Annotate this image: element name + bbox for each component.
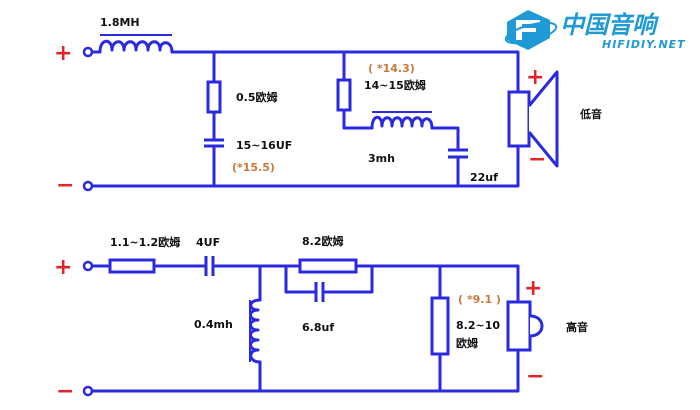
woofer-notch-resistor — [336, 78, 352, 112]
woofer-crossover-circuit: + − 1.8MH 0.5欧姆 15~16UF (*15.5) — [54, 16, 602, 198]
tweeter-shunt-resistor — [430, 296, 450, 356]
woofer-shunt-capacitor-note: (*15.5) — [232, 161, 275, 174]
tweeter-input-minus-sign: − — [56, 379, 74, 404]
woofer-notch-capacitor-label: 22uf — [470, 171, 498, 184]
logo-url-text: HIFIDIY.NET — [602, 38, 686, 51]
woofer-bottom-bus-wire — [90, 144, 520, 188]
woofer-notch-inductor — [370, 111, 434, 130]
woofer-shunt-capacitor-label: 15~16UF — [236, 139, 292, 152]
woofer-top-bus-wire — [170, 50, 520, 94]
woofer-shunt-resistor — [206, 80, 222, 114]
woofer-speaker-plus-sign: + — [526, 65, 544, 90]
tweeter-speaker-minus-sign: − — [526, 364, 544, 389]
logo-brand-text: 中国音响 — [560, 11, 660, 39]
woofer-notch-inductor-label: 3mh — [368, 152, 395, 165]
woofer-notch-wire-right — [430, 126, 460, 152]
woofer-shunt-resistor-label: 0.5欧姆 — [236, 90, 278, 104]
tweeter-series-capacitor-label: 4UF — [196, 236, 220, 249]
tweeter-series-resistor — [108, 258, 156, 274]
tweeter-series-resistor-label: 1.1~1.2欧姆 — [110, 235, 180, 249]
tweeter-bottom-bus-wire — [90, 348, 520, 393]
woofer-speaker-label: 低音 — [579, 107, 602, 121]
woofer-speaker-icon — [507, 70, 559, 168]
tweeter-speaker-icon — [506, 300, 544, 352]
tweeter-parallel-wire-left — [284, 264, 318, 294]
tweeter-shunt-inductor — [249, 298, 262, 364]
woofer-notch-resistor-label: 14~15欧姆 — [364, 78, 426, 92]
tweeter-shunt-resistor-note: ( *9.1 ) — [458, 293, 501, 306]
woofer-notch-wire-mid — [342, 108, 374, 130]
tweeter-crossover-circuit: + − 1.1~1.2欧姆 4UF 8.2欧姆 6.8uf 0.4mh — [54, 234, 588, 404]
tweeter-shunt-resistor-label-line2: 欧姆 — [456, 336, 478, 350]
tweeter-speaker-label: 高音 — [566, 320, 588, 334]
tweeter-input-plus-sign: + — [54, 255, 72, 280]
tweeter-parallel-resistor — [298, 258, 358, 274]
woofer-series-inductor — [98, 34, 174, 54]
woofer-series-inductor-label: 1.8MH — [100, 16, 140, 29]
logo-emblem-icon — [504, 10, 558, 50]
woofer-speaker-minus-sign: − — [528, 147, 546, 172]
tweeter-speaker-plus-sign: + — [524, 276, 542, 301]
tweeter-parallel-resistor-label: 8.2欧姆 — [302, 234, 344, 248]
woofer-input-minus-sign: − — [56, 173, 74, 198]
tweeter-top-bus-wire — [354, 264, 520, 304]
woofer-notch-resistor-note: ( *14.3) — [368, 62, 415, 75]
tweeter-parallel-capacitor-label: 6.8uf — [302, 321, 334, 334]
tweeter-shunt-resistor-label-line1: 8.2~10 — [456, 319, 500, 332]
woofer-input-plus-sign: + — [54, 41, 72, 66]
tweeter-parallel-wire-right — [321, 264, 374, 294]
tweeter-shunt-inductor-label: 0.4mh — [194, 318, 233, 331]
hifidiy-logo: 中国音响 HIFIDIY.NET — [504, 10, 686, 51]
